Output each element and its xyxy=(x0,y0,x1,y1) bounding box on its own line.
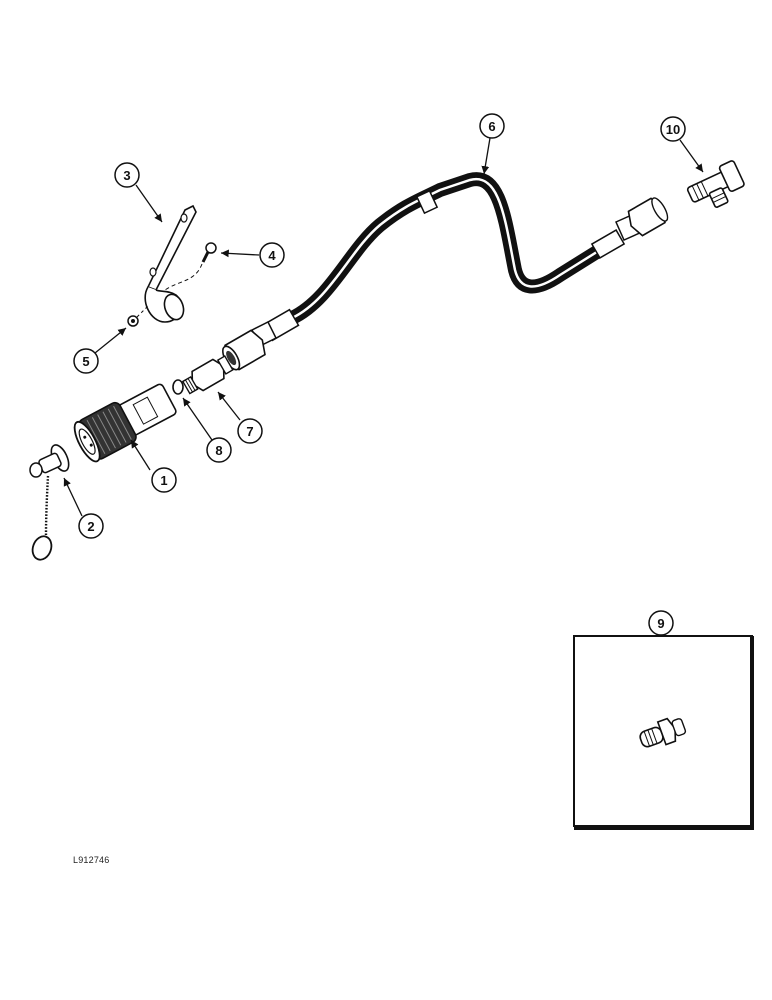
svg-text:6: 6 xyxy=(488,119,495,134)
callout-8: 8 xyxy=(182,397,232,463)
svg-text:9: 9 xyxy=(657,616,664,631)
hydraulic-hose xyxy=(222,172,669,371)
tee-fitting xyxy=(686,160,745,208)
svg-text:3: 3 xyxy=(123,168,130,183)
callout-5: 5 xyxy=(73,327,127,374)
dust-cap xyxy=(29,444,70,561)
callout-3: 3 xyxy=(114,162,163,223)
callout-9: 9 xyxy=(648,610,674,636)
bolt xyxy=(164,242,217,291)
nut xyxy=(127,305,149,327)
inset-box xyxy=(573,635,754,830)
straight-fitting xyxy=(639,717,687,748)
o-ring xyxy=(172,379,184,395)
svg-text:4: 4 xyxy=(268,248,276,263)
callout-1: 1 xyxy=(130,439,177,493)
adapter-fitting xyxy=(181,355,234,395)
svg-text:7: 7 xyxy=(246,424,253,439)
callout-10: 10 xyxy=(660,116,704,173)
callout-2: 2 xyxy=(63,477,104,539)
svg-text:5: 5 xyxy=(82,354,89,369)
callout-6: 6 xyxy=(479,113,505,175)
callout-7: 7 xyxy=(217,391,263,444)
figure-reference-code: L912746 xyxy=(73,855,110,865)
mounting-bracket xyxy=(144,204,197,323)
callout-4: 4 xyxy=(220,242,285,268)
svg-text:2: 2 xyxy=(87,519,94,534)
svg-text:1: 1 xyxy=(160,473,167,488)
svg-text:8: 8 xyxy=(215,443,222,458)
quick-coupler xyxy=(73,383,177,463)
svg-text:10: 10 xyxy=(666,122,680,137)
